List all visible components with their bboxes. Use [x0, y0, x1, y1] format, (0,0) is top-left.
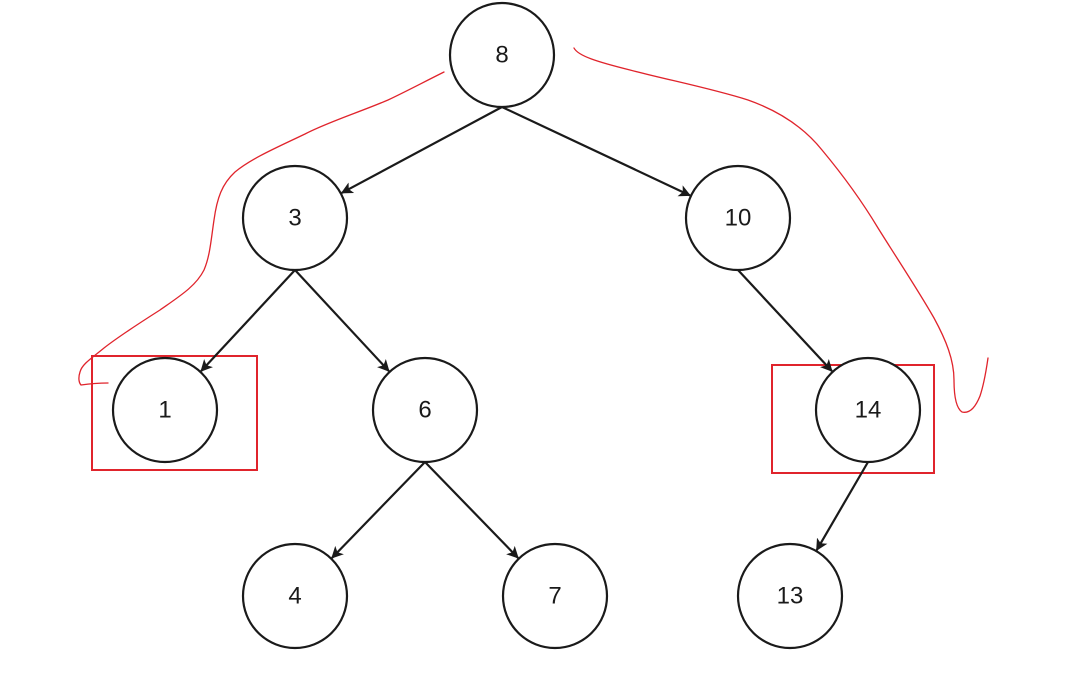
node-circle — [241, 164, 349, 272]
node-circle — [111, 356, 219, 464]
edges-layer — [200, 106, 869, 559]
tree-node-3: 3 — [241, 164, 349, 272]
tree-node-8: 8 — [448, 1, 556, 109]
node-circle — [241, 542, 349, 650]
edge-n14-to-n13 — [815, 461, 869, 552]
node-label: 3 — [288, 205, 301, 232]
edge-n3-to-n6 — [294, 269, 390, 372]
node-label: 4 — [288, 583, 301, 610]
tree-node-4: 4 — [241, 542, 349, 650]
node-label: 8 — [495, 42, 508, 69]
highlight-box-left — [91, 355, 258, 471]
node-label: 1 — [158, 397, 171, 424]
left-boundary-stroke — [78, 71, 445, 386]
node-circle — [448, 1, 556, 109]
node-label: 6 — [418, 397, 431, 424]
node-circle — [684, 164, 792, 272]
node-circle — [814, 356, 922, 464]
tree-node-1: 1 — [111, 356, 219, 464]
edge-n8-to-n3 — [340, 106, 503, 194]
edge-n6-to-n4 — [331, 461, 426, 559]
tree-node-14: 14 — [814, 356, 922, 464]
tree-node-6: 6 — [371, 356, 479, 464]
node-label: 14 — [855, 397, 882, 424]
node-circle — [501, 542, 609, 650]
tree-node-10: 10 — [684, 164, 792, 272]
edge-n10-to-n14 — [737, 269, 833, 372]
tree-node-13: 13 — [736, 542, 844, 650]
edge-n3-to-n1 — [200, 269, 296, 372]
node-circle — [371, 356, 479, 464]
node-circle — [736, 542, 844, 650]
node-label: 10 — [725, 205, 752, 232]
edge-n8-to-n10 — [501, 106, 691, 197]
nodes-layer: 8 3 10 1 6 14 4 7 13 — [111, 1, 922, 650]
tree-node-7: 7 — [501, 542, 609, 650]
right-boundary-stroke — [573, 47, 989, 413]
edge-n6-to-n7 — [424, 461, 519, 559]
node-label: 13 — [777, 583, 804, 610]
node-label: 7 — [548, 583, 561, 610]
